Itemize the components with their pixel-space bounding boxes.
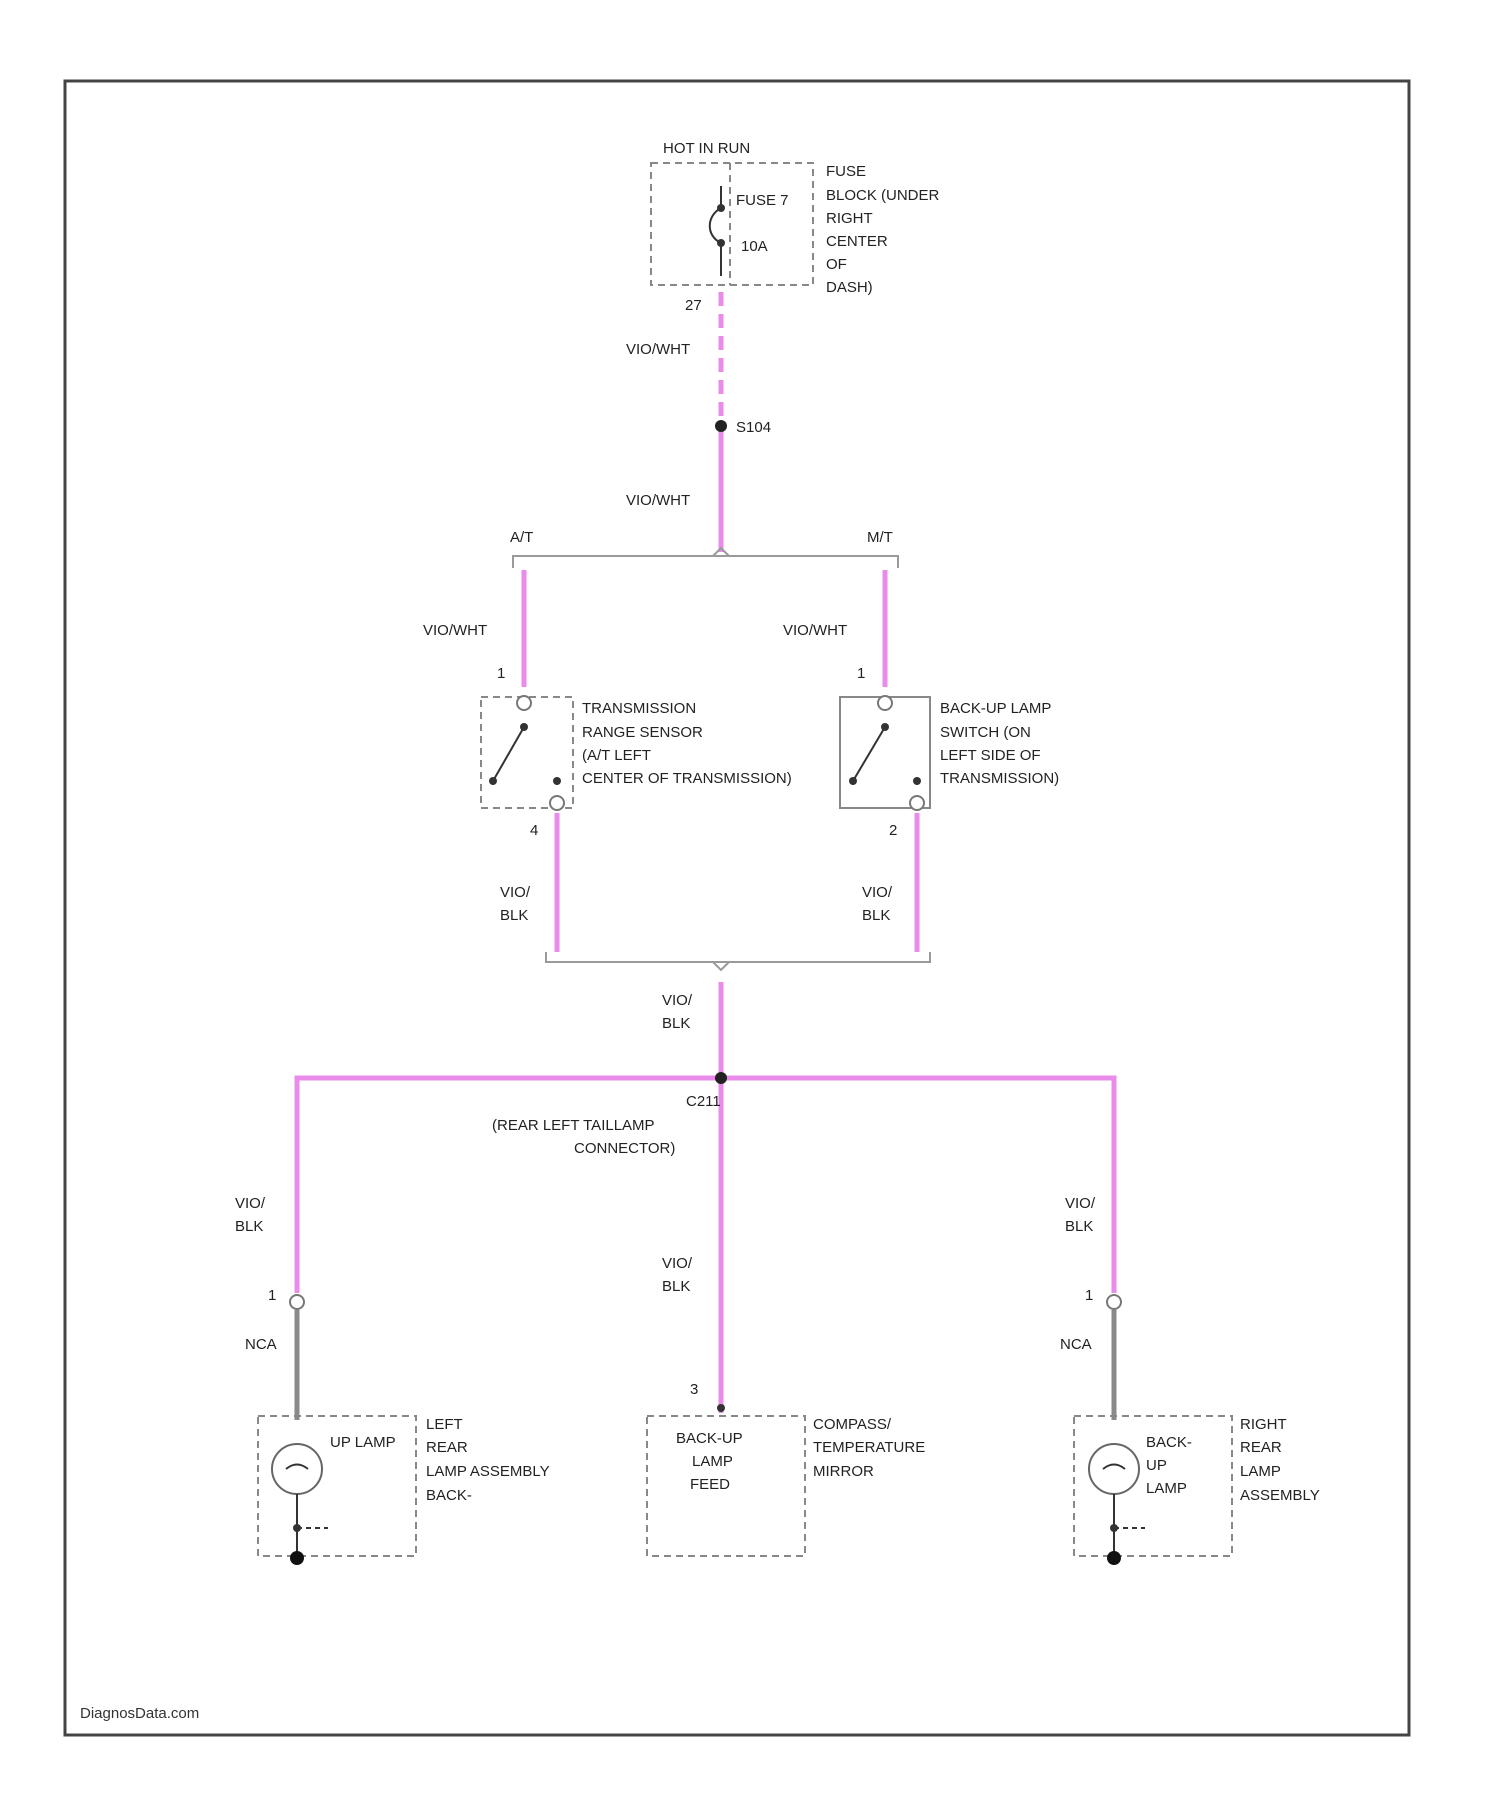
svg-text:LAMP: LAMP (1146, 1480, 1187, 1497)
splice-c211-id: C211 (686, 1093, 721, 1110)
svg-text:ASSEMBLY: ASSEMBLY (1240, 1487, 1320, 1504)
fuse-pin: 27 (685, 297, 702, 314)
svg-text:VIO/: VIO/ (662, 992, 693, 1009)
svg-text:RANGE SENSOR: RANGE SENSOR (582, 724, 703, 741)
branch-at-label: A/T (510, 529, 533, 546)
backup-switch-label: BACK-UP LAMP SWITCH (ON LEFT SIDE OF TRA… (940, 700, 1059, 787)
fuse-box-outer (651, 163, 813, 285)
svg-text:BACK-UP: BACK-UP (676, 1430, 743, 1447)
svg-text:REAR: REAR (426, 1439, 468, 1456)
svg-text:VIO/WHT: VIO/WHT (783, 622, 847, 639)
branch-mt-label: M/T (867, 529, 893, 546)
transmission-range-sensor: 1 4 TRANSMISSION RANGE SENSOR (A/T LEFT … (481, 665, 792, 839)
mirror-inner-label: BACK-UP LAMP FEED (676, 1430, 743, 1493)
watermark: DiagnosData.com (80, 1705, 199, 1722)
svg-text:BACK-UP LAMP: BACK-UP LAMP (940, 700, 1051, 717)
wires (297, 292, 1114, 1420)
right-ground-icon (1107, 1551, 1121, 1565)
svg-text:NCA: NCA (1060, 1336, 1092, 1353)
svg-text:MIRROR: MIRROR (813, 1463, 874, 1480)
svg-text:BLK: BLK (662, 1278, 690, 1295)
svg-text:LEFT: LEFT (426, 1416, 463, 1433)
svg-text:FEED: FEED (690, 1476, 730, 1493)
svg-text:NCA: NCA (245, 1336, 277, 1353)
svg-text:UP: UP (1146, 1457, 1167, 1474)
svg-text:LAMP: LAMP (1240, 1463, 1281, 1480)
svg-text:TEMPERATURE: TEMPERATURE (813, 1439, 925, 1456)
svg-text:1: 1 (268, 1287, 276, 1304)
wire-labels: VIO/WHT VIO/WHT VIO/WHT VIO/WHT VIO/BLK … (235, 341, 1096, 1353)
left-bulb-icon (272, 1444, 322, 1494)
svg-text:BLK: BLK (500, 907, 528, 924)
svg-text:REAR: REAR (1240, 1439, 1282, 1456)
fuse-header: HOT IN RUN (663, 140, 750, 157)
svg-text:CENTER: CENTER (826, 233, 888, 250)
svg-text:VIO/WHT: VIO/WHT (626, 492, 690, 509)
svg-text:TRANSMISSION): TRANSMISSION) (940, 770, 1059, 787)
fuse-location-label: FUSE BLOCK (UNDER RIGHT CENTER OF DASH) (826, 163, 940, 296)
svg-text:(REAR LEFT TAILLAMP: (REAR LEFT TAILLAMP (492, 1117, 655, 1134)
splice-c211: C211 (REAR LEFT TAILLAMP CONNECTOR) (492, 1072, 727, 1157)
svg-text:VIO/WHT: VIO/WHT (423, 622, 487, 639)
svg-text:RIGHT: RIGHT (1240, 1416, 1287, 1433)
right-bulb-icon (1089, 1444, 1139, 1494)
svg-text:VIO/: VIO/ (235, 1195, 266, 1212)
svg-text:VIO/: VIO/ (862, 884, 893, 901)
svg-text:OF: OF (826, 256, 847, 273)
svg-text:LEFT SIDE OF: LEFT SIDE OF (940, 747, 1041, 764)
mirror-label: COMPASS/ TEMPERATURE MIRROR (813, 1416, 925, 1480)
transmission-branch-bracket: A/T M/T (510, 529, 898, 568)
svg-text:VIO/: VIO/ (1065, 1195, 1096, 1212)
svg-text:1: 1 (1085, 1287, 1093, 1304)
svg-text:CENTER OF TRANSMISSION): CENTER OF TRANSMISSION) (582, 770, 792, 787)
svg-text:BLK: BLK (662, 1015, 690, 1032)
svg-text:BLK: BLK (1065, 1218, 1093, 1235)
svg-text:TRANSMISSION: TRANSMISSION (582, 700, 696, 717)
fuse-name: FUSE 7 (736, 192, 789, 209)
svg-text:UP LAMP: UP LAMP (330, 1434, 396, 1451)
svg-text:BLK: BLK (862, 907, 890, 924)
fuse-block: HOT IN RUN FUSE 7 10A 27 FUSE BLOCK (UND… (651, 140, 940, 314)
svg-text:BACK-: BACK- (426, 1487, 472, 1504)
svg-text:(A/T LEFT: (A/T LEFT (582, 747, 651, 764)
right-lamp-label: RIGHT REAR LAMP ASSEMBLY (1240, 1416, 1320, 1504)
diagram-frame (65, 81, 1409, 1735)
svg-text:4: 4 (530, 822, 538, 839)
svg-text:VIO/: VIO/ (662, 1255, 693, 1272)
svg-text:COMPASS/: COMPASS/ (813, 1416, 892, 1433)
svg-text:RIGHT: RIGHT (826, 210, 873, 227)
svg-text:BACK-: BACK- (1146, 1434, 1192, 1451)
splice-s104-label: S104 (736, 419, 771, 436)
svg-text:CONNECTOR): CONNECTOR) (574, 1140, 675, 1157)
svg-text:FUSE: FUSE (826, 163, 866, 180)
svg-text:1: 1 (497, 665, 505, 682)
svg-text:BLK: BLK (235, 1218, 263, 1235)
svg-text:SWITCH (ON: SWITCH (ON (940, 724, 1031, 741)
range-sensor-label: TRANSMISSION RANGE SENSOR (A/T LEFT CENT… (582, 700, 792, 787)
left-ground-icon (290, 1551, 304, 1565)
svg-text:DASH): DASH) (826, 279, 873, 296)
merge-bracket (546, 952, 930, 970)
right-lamp-inner-label: BACK- UP LAMP (1146, 1434, 1192, 1497)
wire-c211-left (297, 1078, 721, 1293)
svg-text:1: 1 (857, 665, 865, 682)
compass-temperature-mirror: 3 BACK-UP LAMP FEED COMPASS/ TEMPERATURE… (647, 1381, 925, 1556)
backup-lamp-switch: 1 2 BACK-UP LAMP SWITCH (ON LEFT SIDE OF… (840, 665, 1059, 839)
left-rear-lamp-assembly: 1 UP LAMP LEFT REAR LAMP ASSEMBLY BACK- (258, 1287, 550, 1565)
svg-text:3: 3 (690, 1381, 698, 1398)
svg-text:LAMP ASSEMBLY: LAMP ASSEMBLY (426, 1463, 550, 1480)
svg-text:LAMP: LAMP (692, 1453, 733, 1470)
wire-c211-right (721, 1078, 1114, 1293)
left-lamp-label: LEFT REAR LAMP ASSEMBLY BACK- (426, 1416, 550, 1504)
svg-text:VIO/: VIO/ (500, 884, 531, 901)
svg-text:VIO/WHT: VIO/WHT (626, 341, 690, 358)
fuse-rating: 10A (741, 238, 768, 255)
svg-text:BLOCK (UNDER: BLOCK (UNDER (826, 187, 940, 204)
right-rear-lamp-assembly: 1 BACK- UP LAMP RIGHT REAR LAMP ASSEMBLY (1074, 1287, 1320, 1565)
svg-text:2: 2 (889, 822, 897, 839)
